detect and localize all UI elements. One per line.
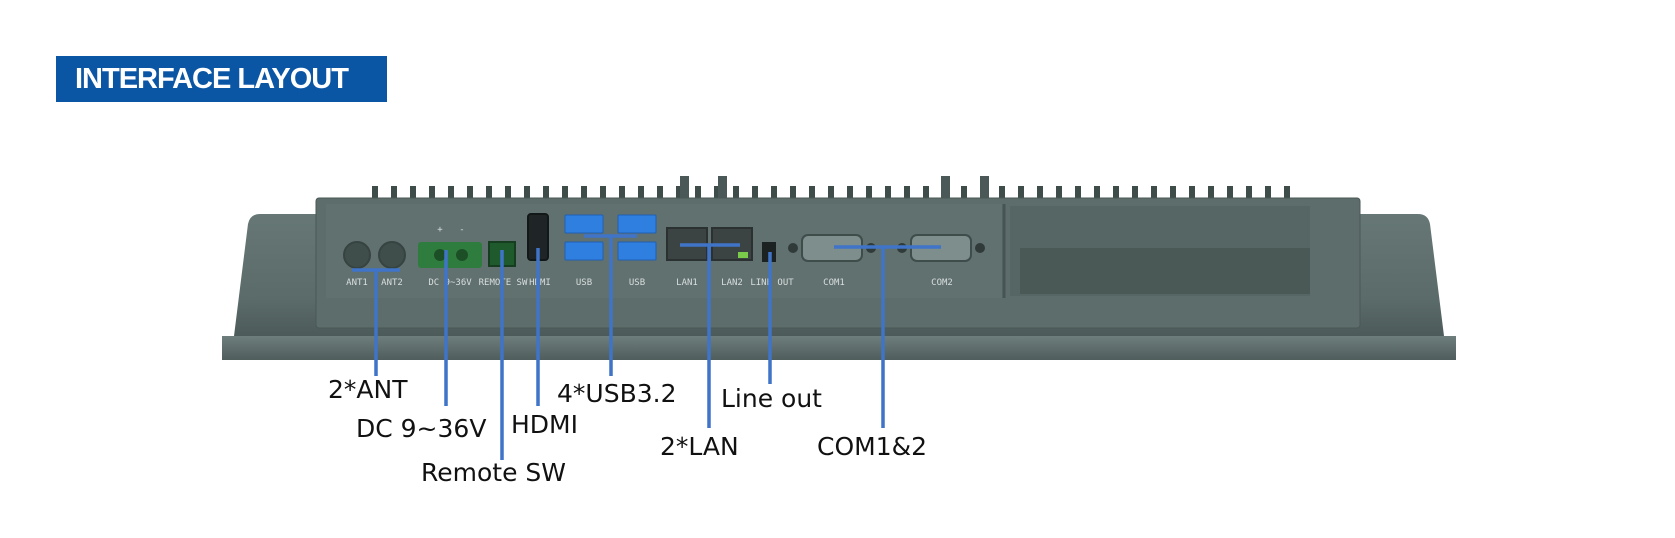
mounting-tabs <box>680 176 989 200</box>
heatsink-fin <box>1189 186 1195 200</box>
heatsink-fin <box>581 186 587 200</box>
heatsink-fin <box>372 186 378 200</box>
callout-line-out: Line out <box>721 384 822 413</box>
heatsink-fin <box>600 186 606 200</box>
heatsink-fin <box>771 186 777 200</box>
leader-lines <box>352 234 941 460</box>
usb-port-3 <box>617 214 657 234</box>
heatsink-fin <box>1094 186 1100 200</box>
heatsink-fin <box>1132 186 1138 200</box>
heatsink-fin <box>429 186 435 200</box>
heatsink-fin <box>1284 186 1290 200</box>
heatsink-fin <box>733 186 739 200</box>
heatsink-fins <box>372 186 1290 200</box>
dc-screw-1 <box>434 249 446 261</box>
callout-com: COM1&2 <box>817 432 927 461</box>
section-title: INTERFACE LAYOUT <box>56 56 387 102</box>
heatsink-fin <box>543 186 549 200</box>
heatsink-fin <box>1208 186 1214 200</box>
ant1-port <box>343 241 371 269</box>
heatsink-fin <box>885 186 891 200</box>
usb-port-1 <box>564 214 604 234</box>
dc-terminal <box>418 242 482 268</box>
heatsink-fin <box>752 186 758 200</box>
heatsink-fin <box>410 186 416 200</box>
heatsink-fin <box>904 186 910 200</box>
lan-led <box>738 252 748 258</box>
heatsink-fin <box>524 186 530 200</box>
port-label-usb-b: USB <box>629 278 645 288</box>
port-label-hdmi: HDMI <box>529 278 551 288</box>
port-label-ant1: ANT1 <box>346 278 368 288</box>
com1-screw-left <box>788 243 798 253</box>
heatsink-fin <box>657 186 663 200</box>
callout-remote-sw: Remote SW <box>421 458 566 487</box>
port-label-dc-minus: - <box>459 225 464 235</box>
heatsink-fin <box>1075 186 1081 200</box>
dc-screw-2 <box>456 249 468 261</box>
heatsink-fin <box>448 186 454 200</box>
heatsink-fin <box>828 186 834 200</box>
heatsink-fin <box>391 186 397 200</box>
heatsink-fin <box>961 186 967 200</box>
heatsink-fin <box>486 186 492 200</box>
heatsink-fin <box>1265 186 1271 200</box>
port-label-com1: COM1 <box>823 278 845 288</box>
expansion-slot <box>1020 248 1310 294</box>
heatsink-fin <box>714 186 720 200</box>
callout-hdmi: HDMI <box>511 410 578 439</box>
port-label-usb-a: USB <box>576 278 592 288</box>
port-label-line-out: LINE OUT <box>750 278 794 288</box>
ant2-port <box>378 241 406 269</box>
port-label-lan2: LAN2 <box>721 278 743 288</box>
heatsink-fin <box>1170 186 1176 200</box>
callout-lan: 2*LAN <box>660 432 739 461</box>
callout-usb: 4*USB3.2 <box>557 379 676 408</box>
heatsink-fin <box>695 186 701 200</box>
port-label-com2: COM2 <box>931 278 953 288</box>
heatsink-fin <box>866 186 872 200</box>
heatsink-fin <box>1227 186 1233 200</box>
heatsink-fin <box>999 186 1005 200</box>
heatsink-fin <box>1151 186 1157 200</box>
heatsink-fin <box>1037 186 1043 200</box>
usb-port-2 <box>564 241 604 261</box>
chassis-base <box>222 336 1456 360</box>
usb-port-4 <box>617 241 657 261</box>
heatsink-fin <box>562 186 568 200</box>
heatsink-fin <box>1056 186 1062 200</box>
heatsink-fin <box>505 186 511 200</box>
port-label-ant2: ANT2 <box>381 278 403 288</box>
heatsink-fin <box>923 186 929 200</box>
port-label-dc: DC 9~36V <box>428 278 472 288</box>
com2-screw-right <box>975 243 985 253</box>
port-label-dc-plus: + <box>437 225 443 235</box>
heatsink-fin <box>1246 186 1252 200</box>
heatsink-fin <box>847 186 853 200</box>
heatsink-fin <box>790 186 796 200</box>
heatsink-fin <box>467 186 473 200</box>
callout-ant: 2*ANT <box>328 375 408 404</box>
heatsink-fin <box>1018 186 1024 200</box>
port-label-lan1: LAN1 <box>676 278 698 288</box>
usb-ports <box>564 214 657 261</box>
heatsink-fin <box>809 186 815 200</box>
callout-dc: DC 9~36V <box>356 414 486 443</box>
heatsink-fin <box>676 186 682 200</box>
heatsink-fin <box>638 186 644 200</box>
heatsink-fin <box>619 186 625 200</box>
heatsink-fin <box>1113 186 1119 200</box>
